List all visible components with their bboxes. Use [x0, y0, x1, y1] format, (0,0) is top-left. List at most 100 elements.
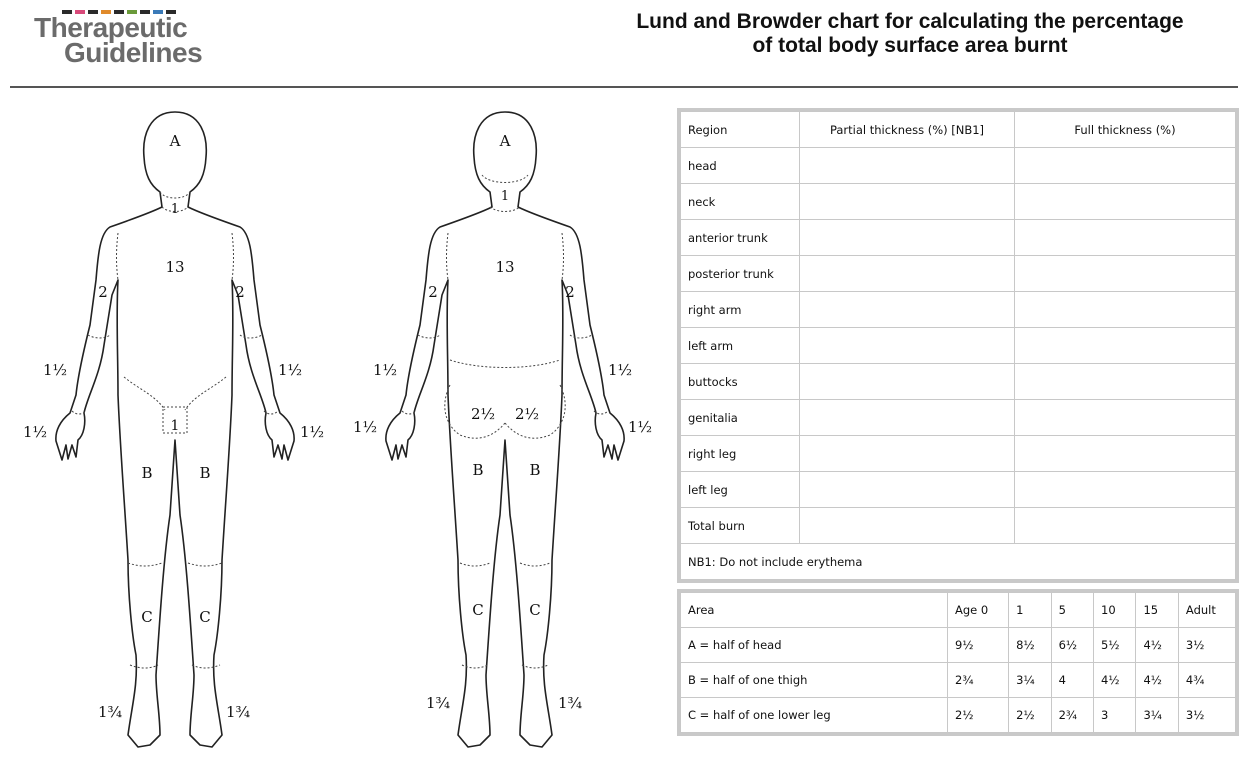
table-row: neck [681, 184, 1236, 220]
back-label-thigh-right: B [529, 461, 540, 479]
table-row: posterior trunk [681, 256, 1236, 292]
region-cell: buttocks [681, 364, 800, 400]
back-region-dividers [402, 175, 608, 668]
header-area: Area [681, 593, 948, 628]
burn-assessment-table: Region Partial thickness (%) [NB1] Full … [677, 108, 1239, 583]
back-label-thigh-left: B [472, 461, 483, 479]
area-value-cell: 4½ [1094, 663, 1136, 698]
front-label-upper-arm-left: 2 [98, 283, 108, 301]
region-cell: neck [681, 184, 800, 220]
logo: Therapeutic Guidelines [34, 10, 234, 70]
region-cell: right arm [681, 292, 800, 328]
region-cell: genitalia [681, 400, 800, 436]
area-value-cell: 3½ [1178, 698, 1235, 733]
back-body-figure: A 1 13 2 2 1½ 1½ 1½ 1½ 2½ 2½ B B C C 1¾ … [353, 112, 652, 747]
partial-thickness-cell[interactable] [800, 508, 1015, 544]
header-age-adult: Adult [1178, 593, 1235, 628]
back-label-foot-right: 1¾ [558, 694, 583, 712]
note-row: NB1: Do not include erythema [681, 544, 1236, 580]
area-value-cell: 3 [1094, 698, 1136, 733]
area-value-cell: 2½ [948, 698, 1009, 733]
front-label-leg-right: C [199, 608, 210, 626]
area-name-cell: B = half of one thigh [681, 663, 948, 698]
area-table-header-row: Area Age 0 1 5 10 15 Adult [681, 593, 1236, 628]
area-value-cell: 4½ [1136, 663, 1178, 698]
full-thickness-cell[interactable] [1015, 220, 1236, 256]
table-row: buttocks [681, 364, 1236, 400]
area-name-cell: C = half of one lower leg [681, 698, 948, 733]
partial-thickness-cell[interactable] [800, 436, 1015, 472]
full-thickness-cell[interactable] [1015, 508, 1236, 544]
note-text: NB1: Do not include erythema [681, 544, 1236, 580]
partial-thickness-cell[interactable] [800, 400, 1015, 436]
full-thickness-cell[interactable] [1015, 328, 1236, 364]
area-by-age-table: Area Age 0 1 5 10 15 Adult A = half of h… [677, 589, 1239, 736]
partial-thickness-cell[interactable] [800, 292, 1015, 328]
back-label-foot-left: 1¾ [426, 694, 451, 712]
front-label-hand-left: 1½ [23, 423, 47, 441]
full-thickness-cell[interactable] [1015, 436, 1236, 472]
area-value-cell: 2¾ [1051, 698, 1093, 733]
burn-table-header-row: Region Partial thickness (%) [NB1] Full … [681, 112, 1236, 148]
area-value-cell: 2¾ [948, 663, 1009, 698]
full-thickness-cell[interactable] [1015, 400, 1236, 436]
area-value-cell: 5½ [1094, 628, 1136, 663]
area-value-cell: 3¼ [1136, 698, 1178, 733]
back-label-head: A [499, 132, 511, 150]
front-label-forearm-left: 1½ [43, 361, 67, 379]
area-value-cell: 3½ [1178, 628, 1235, 663]
front-body-figure: A 1 13 2 2 1½ 1½ 1½ 1½ 1 B B C C 1¾ 1¾ [23, 112, 324, 747]
back-label-leg-right: C [529, 601, 540, 619]
area-value-cell: 4 [1051, 663, 1093, 698]
front-label-forearm-right: 1½ [278, 361, 302, 379]
area-value-cell: 4¾ [1178, 663, 1235, 698]
front-label-leg-left: C [141, 608, 152, 626]
full-thickness-cell[interactable] [1015, 148, 1236, 184]
logo-text-line2: Guidelines [64, 37, 202, 69]
front-label-foot-left: 1¾ [98, 703, 123, 721]
full-thickness-cell[interactable] [1015, 292, 1236, 328]
header-divider [10, 86, 1238, 88]
partial-thickness-cell[interactable] [800, 472, 1015, 508]
header-age-5: 5 [1051, 593, 1093, 628]
full-thickness-cell[interactable] [1015, 184, 1236, 220]
header-full-thickness: Full thickness (%) [1015, 112, 1236, 148]
back-label-buttock-right: 2½ [515, 405, 539, 423]
partial-thickness-cell[interactable] [800, 220, 1015, 256]
table-row: genitalia [681, 400, 1236, 436]
full-thickness-cell[interactable] [1015, 364, 1236, 400]
back-label-leg-left: C [472, 601, 483, 619]
region-cell: posterior trunk [681, 256, 800, 292]
front-label-genitalia: 1 [171, 418, 180, 434]
area-value-cell: 4½ [1136, 628, 1178, 663]
back-label-forearm-right: 1½ [608, 361, 632, 379]
region-cell: left arm [681, 328, 800, 364]
full-thickness-cell[interactable] [1015, 472, 1236, 508]
partial-thickness-cell[interactable] [800, 184, 1015, 220]
region-cell: Total burn [681, 508, 800, 544]
partial-thickness-cell[interactable] [800, 328, 1015, 364]
page-title: Lund and Browder chart for calculating t… [580, 10, 1240, 58]
table-row: left arm [681, 328, 1236, 364]
title-line2: of total body surface area burnt [580, 34, 1240, 58]
partial-thickness-cell[interactable] [800, 256, 1015, 292]
back-label-buttock-left: 2½ [471, 405, 495, 423]
partial-thickness-cell[interactable] [800, 364, 1015, 400]
back-label-trunk: 13 [495, 258, 514, 276]
front-label-neck: 1 [171, 202, 179, 217]
partial-thickness-cell[interactable] [800, 148, 1015, 184]
front-label-thigh-left: B [141, 464, 152, 482]
area-value-cell: 8½ [1009, 628, 1051, 663]
front-label-trunk: 13 [165, 258, 184, 276]
full-thickness-cell[interactable] [1015, 256, 1236, 292]
header-age-15: 15 [1136, 593, 1178, 628]
header-age-10: 10 [1094, 593, 1136, 628]
front-label-upper-arm-right: 2 [235, 283, 245, 301]
header-age-1: 1 [1009, 593, 1051, 628]
table-row: right arm [681, 292, 1236, 328]
back-label-hand-left: 1½ [353, 418, 377, 436]
region-cell: head [681, 148, 800, 184]
table-row: anterior trunk [681, 220, 1236, 256]
title-line1: Lund and Browder chart for calculating t… [580, 10, 1240, 34]
